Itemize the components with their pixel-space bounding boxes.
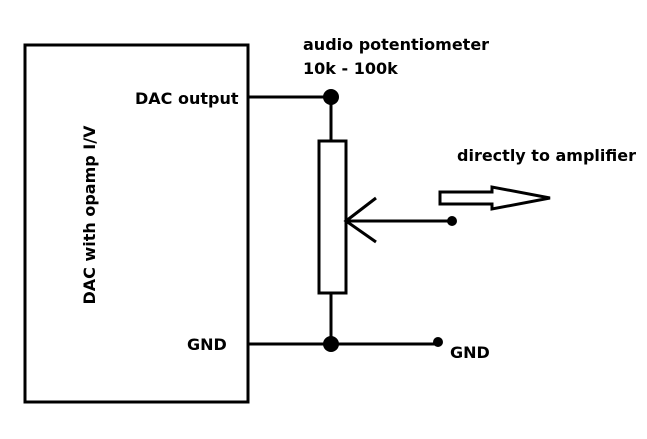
wiper-terminal-dot xyxy=(447,216,457,226)
potentiometer-body xyxy=(317,139,348,295)
dac-block xyxy=(23,43,250,404)
amplifier-label: directly to amplifier xyxy=(457,146,636,165)
gnd-terminal-dot xyxy=(433,337,443,347)
hollow-arrow-icon xyxy=(438,185,551,211)
wiper-arrowhead xyxy=(343,196,377,244)
gnd-right-label: GND xyxy=(450,343,490,362)
pot-title-line1: audio potentiometer xyxy=(303,35,489,54)
dac-output-label: DAC output xyxy=(135,89,239,108)
gnd-left-label: GND xyxy=(187,335,227,354)
pot-title-line2: 10k - 100k xyxy=(303,59,398,78)
junction-bottom xyxy=(323,336,339,352)
dac-block-label: DAC with opamp I/V xyxy=(80,125,99,305)
